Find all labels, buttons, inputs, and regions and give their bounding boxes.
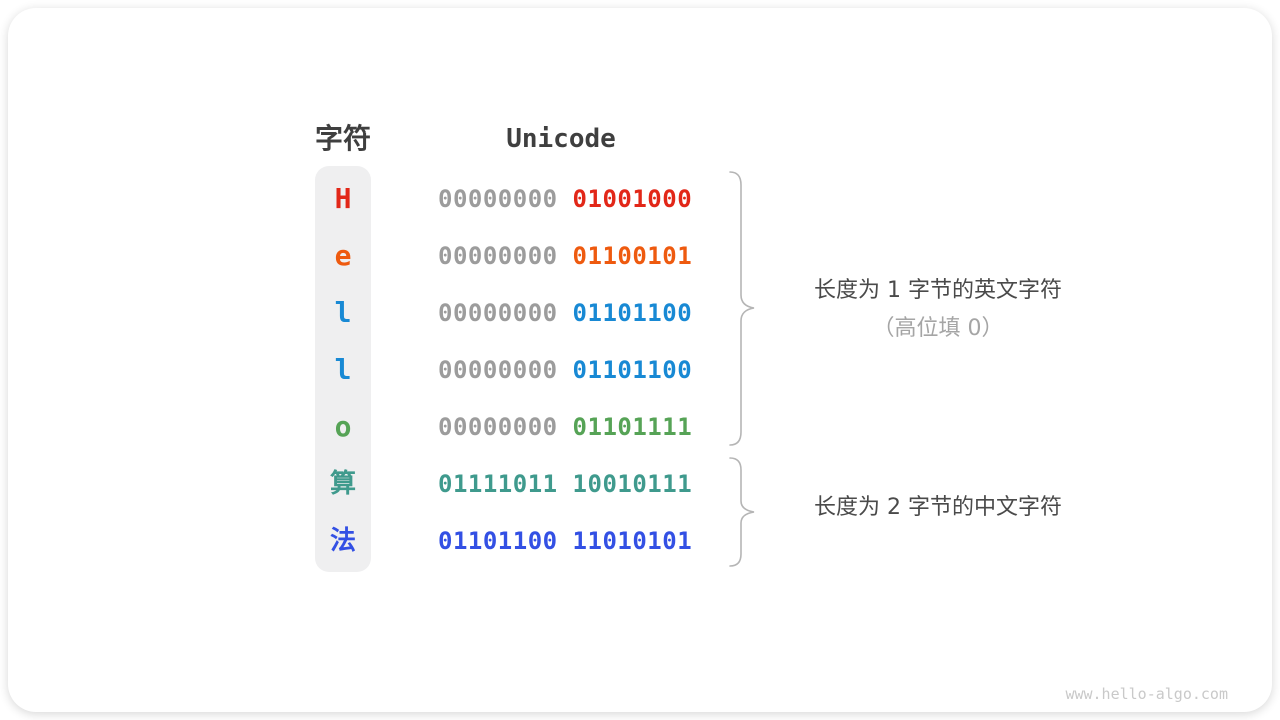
annotation-english-chars: 长度为 1 字节的英文字符 （高位填 0） [773, 272, 1103, 348]
low-byte: 01001000 [572, 185, 693, 213]
column-header-character: 字符 [314, 122, 371, 155]
character-cell: e [334, 239, 352, 272]
annotation-english-line2: （高位填 0） [872, 316, 1004, 341]
low-byte: 11010101 [572, 527, 693, 555]
character-cell: l [334, 296, 352, 329]
unicode-binary-value: 00000000 01101111 [438, 407, 692, 447]
character-cell: 算 [329, 469, 356, 499]
diagram-card: 字符 Unicode H 00000000 01001000 e 00000000 0… [8, 8, 1272, 712]
character-cell: o [334, 410, 352, 443]
annotation-chinese-chars: 长度为 2 字节的中文字符 [814, 495, 1062, 520]
low-byte: 01101100 [572, 299, 693, 327]
character-cell: l [334, 353, 352, 386]
high-byte: 00000000 [438, 299, 558, 327]
character-cell: H [334, 182, 352, 215]
unicode-binary-value: 00000000 01101100 [438, 293, 692, 333]
unicode-binary-value: 00000000 01001000 [438, 179, 692, 219]
watermark-url: www.hello-algo.com [1065, 685, 1228, 703]
high-byte: 00000000 [438, 413, 558, 441]
brace-english-group [729, 171, 755, 446]
character-column-background [315, 166, 371, 572]
low-byte: 01101100 [572, 356, 693, 384]
unicode-binary-value: 00000000 01100101 [438, 236, 692, 276]
character-cell: 法 [329, 526, 356, 556]
low-byte: 01100101 [572, 242, 693, 270]
brace-chinese-group [729, 457, 755, 567]
high-byte: 01111011 [438, 470, 558, 498]
high-byte: 00000000 [438, 185, 558, 213]
column-header-unicode: Unicode [506, 124, 616, 154]
high-byte: 01101100 [438, 527, 558, 555]
unicode-binary-value: 00000000 01101100 [438, 350, 692, 390]
low-byte: 10010111 [572, 470, 693, 498]
annotation-english-line1: 长度为 1 字节的英文字符 [814, 278, 1062, 303]
low-byte: 01101111 [572, 413, 693, 441]
high-byte: 00000000 [438, 242, 558, 270]
unicode-binary-value: 01101100 11010101 [438, 521, 692, 561]
high-byte: 00000000 [438, 356, 558, 384]
unicode-binary-value: 01111011 10010111 [438, 464, 692, 504]
